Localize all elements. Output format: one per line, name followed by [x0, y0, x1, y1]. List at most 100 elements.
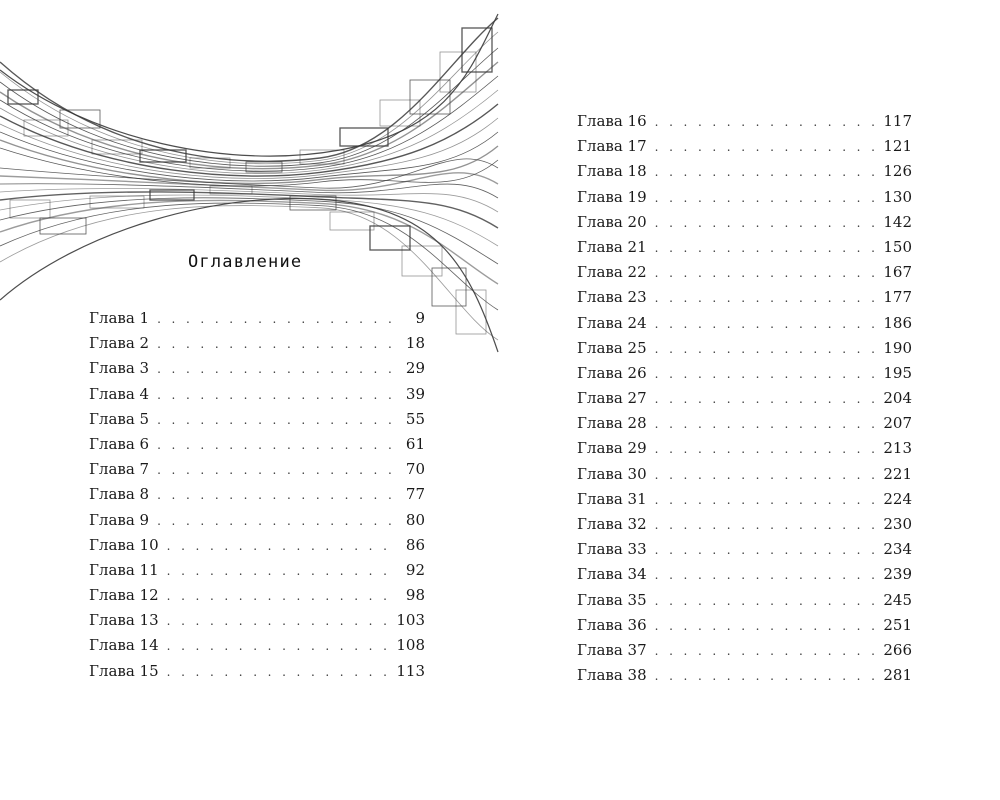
toc-entry-label: Глава 1	[89, 309, 150, 327]
toc-entry-page-number: 126	[883, 162, 912, 181]
toc-entry[interactable]: Глава 15113	[89, 662, 425, 687]
ornament-panel	[329, 211, 375, 231]
toc-entry-label: Глава 21	[577, 237, 647, 256]
ornament-stroke	[0, 13, 499, 157]
toc-entry-page-number: 230	[883, 515, 912, 533]
toc-entry[interactable]: Глава 35245	[577, 591, 912, 616]
toc-entry[interactable]: Глава 27204	[577, 389, 912, 414]
dot-leader	[655, 568, 878, 582]
toc-entry-label: Глава 9	[89, 510, 150, 529]
dot-leader	[655, 140, 878, 154]
dot-leader	[157, 463, 393, 477]
toc-entry[interactable]: Глава 25190	[577, 339, 912, 364]
toc-entry-page-number: 186	[883, 313, 912, 332]
toc-entry-label: Глава 8	[89, 485, 150, 504]
toc-entry[interactable]: Глава 32230	[577, 515, 912, 540]
toc-entry-label: Глава 31	[577, 489, 647, 508]
toc-entry[interactable]: Глава 34239	[577, 565, 912, 590]
toc-entry[interactable]: Глава 28 207	[577, 414, 912, 439]
ornament-panel	[431, 267, 467, 307]
toc-entry-page-number: 167	[883, 263, 912, 282]
ornament-stroke	[0, 197, 499, 353]
ornament-panel	[461, 27, 493, 73]
toc-entry[interactable]: Глава 24 186	[577, 314, 912, 339]
ornament-stroke	[0, 89, 499, 174]
ornament-panel	[59, 109, 101, 129]
toc-entry-label: Глава 38	[577, 666, 647, 685]
toc-entry-label: Глава 11	[89, 560, 159, 579]
dot-leader	[157, 438, 393, 452]
toc-entry[interactable]: Глава 18 126	[577, 162, 912, 187]
dot-leader	[157, 312, 393, 326]
toc-entry-label: Глава 12	[89, 586, 159, 605]
toc-entry[interactable]: Глава 36251	[577, 616, 912, 641]
toc-entry[interactable]: Глава 16117	[577, 112, 912, 137]
toc-entry-page-number: 80	[405, 510, 425, 529]
ornament-panel	[455, 289, 487, 335]
toc-entry[interactable]: Глава 218	[89, 334, 425, 359]
toc-entry-label: Глава 6	[89, 434, 150, 453]
toc-entry-page-number: 221	[883, 464, 912, 483]
toc-entry[interactable]: Глава 37266	[577, 641, 912, 666]
toc-entry[interactable]: Глава 21150	[577, 238, 912, 263]
toc-entry[interactable]: Глава 33234	[577, 540, 912, 565]
toc-entry-page-number: 98	[405, 586, 425, 605]
dot-leader	[167, 614, 391, 628]
dot-leader	[655, 392, 878, 406]
dot-leader	[655, 291, 878, 305]
dot-leader	[655, 367, 878, 381]
toc-entry[interactable]: Глава 20142	[577, 213, 912, 238]
ornament-panel	[409, 79, 451, 115]
toc-entry-page-number: 121	[883, 137, 912, 156]
toc-entry-label: Глава 37	[577, 640, 647, 659]
toc-entry[interactable]: Глава 23177	[577, 288, 912, 313]
toc-entry[interactable]: Глава 38 281	[577, 666, 912, 691]
toc-entry-label: Глава 18	[577, 162, 647, 181]
toc-entry-label: Глава 24	[577, 313, 647, 332]
toc-entry-label: Глава 15	[89, 661, 159, 680]
ornament-panel	[401, 245, 443, 277]
toc-entry[interactable]: Глава 1192	[89, 561, 425, 586]
toc-entry-page-number: 207	[883, 414, 912, 433]
toc-entry[interactable]: Глава 30221	[577, 465, 912, 490]
toc-entry[interactable]: Глава 13103	[89, 611, 425, 636]
toc-entry[interactable]: Глава 12 98	[89, 586, 425, 611]
ornament-stroke	[0, 117, 499, 179]
toc-entry-page-number: 204	[883, 389, 912, 408]
toc-entry-label: Глава 19	[577, 187, 647, 206]
toc-entry[interactable]: Глава 9 80	[89, 511, 425, 536]
toc-entry-label: Глава 29	[577, 439, 647, 458]
toc-entry-page-number: 177	[883, 288, 912, 307]
toc-entry[interactable]: Глава 1086	[89, 536, 425, 561]
ornament-stroke	[0, 183, 499, 199]
toc-entry[interactable]: Глава 1 9	[89, 309, 425, 334]
ornament-panel	[9, 199, 51, 219]
toc-entry[interactable]: Глава 22167	[577, 263, 912, 288]
toc-entry[interactable]: Глава 329	[89, 359, 425, 384]
toc-entry[interactable]: Глава 661	[89, 435, 425, 460]
tunnel-lines-ornament-icon	[0, 13, 499, 353]
toc-entry[interactable]: Глава 29213	[577, 439, 912, 464]
toc-entry-page-number: 239	[883, 565, 912, 584]
toc-entry[interactable]: Глава 17121	[577, 137, 912, 162]
toc-entry-page-number: 9	[415, 309, 425, 327]
ornament-panel	[91, 139, 143, 155]
toc-entry-label: Глава 28	[577, 414, 647, 433]
toc-entry[interactable]: Глава 31224	[577, 490, 912, 515]
toc-entry[interactable]: Глава 770	[89, 460, 425, 485]
ornament-stroke	[0, 199, 499, 285]
toc-entry-label: Глава 5	[89, 409, 150, 428]
toc-entry-page-number: 130	[883, 187, 912, 206]
toc-entry[interactable]: Глава 555	[89, 410, 425, 435]
toc-entry-label: Глава 10	[89, 535, 159, 554]
toc-entry-label: Глава 33	[577, 540, 647, 559]
toc-entry[interactable]: Глава 14108	[89, 636, 425, 661]
dot-leader	[655, 594, 878, 608]
toc-entry[interactable]: Глава 26195	[577, 364, 912, 389]
toc-entry-page-number: 281	[883, 666, 912, 685]
toc-entry[interactable]: Глава 439	[89, 385, 425, 410]
toc-entry-page-number: 39	[405, 384, 425, 403]
toc-entry[interactable]: Глава 19 130	[577, 188, 912, 213]
ornament-stroke	[0, 197, 499, 265]
toc-entry[interactable]: Глава 877	[89, 485, 425, 510]
